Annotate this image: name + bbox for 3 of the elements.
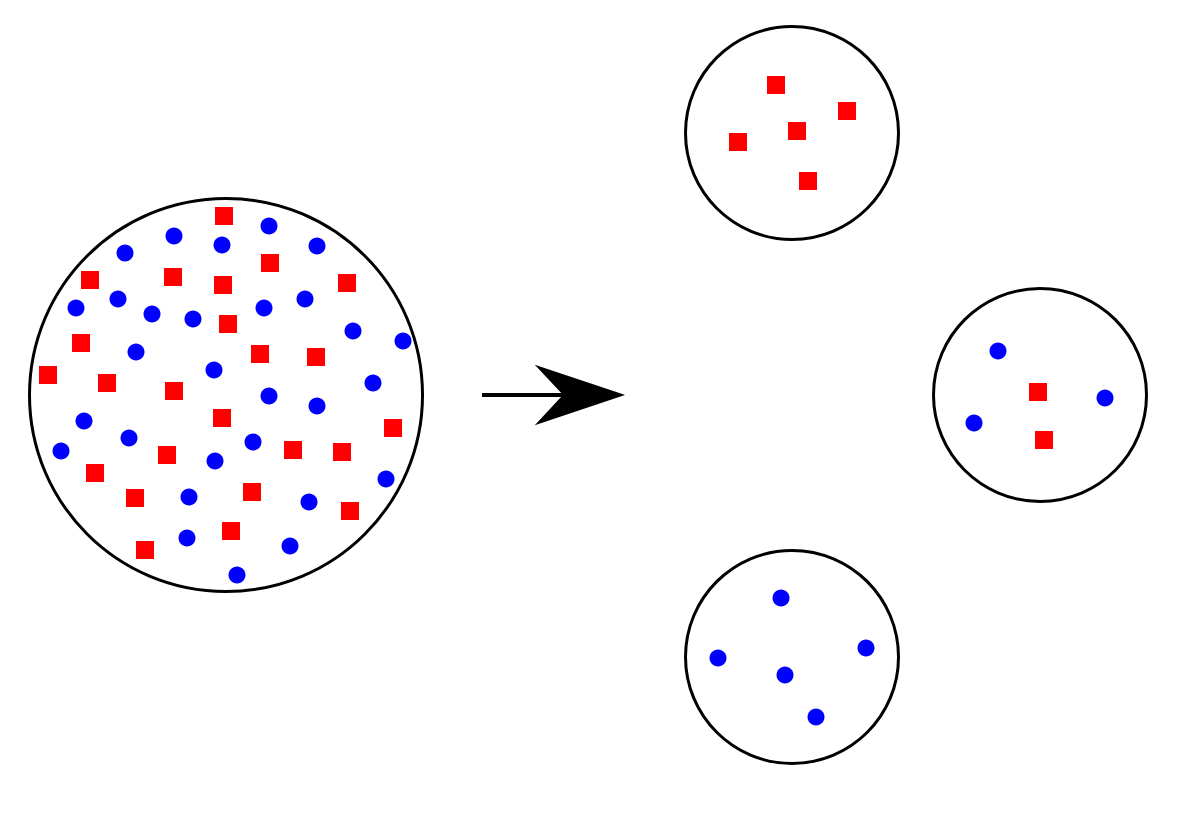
circle (932, 287, 1148, 503)
circle (684, 549, 900, 765)
circle (684, 25, 900, 241)
